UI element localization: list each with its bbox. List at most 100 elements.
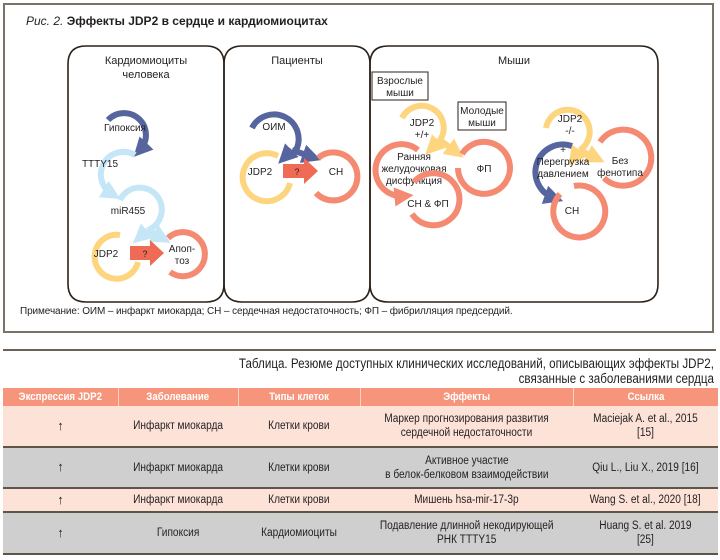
arrow-up-icon: ↑ [57,524,64,540]
figure-note: Примечание: ОИМ – инфаркт миокарда; СН –… [20,306,513,317]
studies-table: Экспрессия JDP2 Заболевание Типы клеток … [3,388,718,555]
node-oim: ОИМ [262,122,285,133]
no-phenotype-circle [597,126,655,189]
label-adult-2: мыши [386,88,414,99]
node-dysfunction-2: желудочковая [381,164,446,175]
node-dysfunction-1: Ранняя [397,152,431,163]
node-jdp2-patients: JDP2 [248,167,273,178]
label-adult-1: Взрослые [377,76,423,87]
label-box-young [457,101,507,131]
table-row: ↑ Инфаркт миокарда Клетки крови Мишень h… [3,488,718,513]
node-genotype-ko: -/- [565,126,574,137]
cell-text: Huang S. et al. 2019[25] [599,520,692,546]
figure-number: Рис. 2. [26,14,64,28]
node-af: ФП [477,164,492,175]
oim-arrow-right [291,144,322,163]
table-row: ↑ Гипоксия Кардиомиоциты Подавление длин… [3,512,718,555]
node-jdp2-human: JDP2 [94,249,119,260]
figure-title-text: Эффекты JDP2 в сердце и кардиомиоцитах [66,14,328,28]
cell-cell-types: Клетки крови [238,406,360,448]
jdp2-wt-arrow-left [425,134,446,155]
question-mark-patients: ? [294,167,299,177]
section-divider [3,349,716,351]
panel-human-heading-1: Кардиомиоциты [105,55,187,67]
ttty15-arc [97,148,137,199]
cell-text: Экспрессия JDP2 [18,391,102,403]
cell-expression: ↑ [3,447,118,489]
cell-reference: Huang S. et al. 2019[25] [573,512,718,555]
node-pressure-2: давлением [537,169,589,180]
apoptosis-circle [165,229,208,280]
arrow-up-icon: ↑ [57,491,64,507]
question-arrow-human [130,240,164,266]
jdp2-ko-arrow-left [568,144,588,166]
cell-text: Qiu L., Liu X., 2019 [16] [592,461,699,474]
question-arrow-patients [283,158,318,184]
cell-reference: Maciejak A. et al., 2015[15] [573,406,718,448]
cell-expression: ↑ [3,406,118,448]
cell-text: Эффекты [443,391,490,403]
cell-disease: Гипоксия [118,512,238,555]
arrow-up-icon: ↑ [57,417,64,433]
panel-box-mice [369,45,659,303]
panel-patients-heading: Пациенты [271,55,323,67]
cell-disease: Инфаркт миокарда [118,488,238,513]
jdp2-circle-human [91,231,141,282]
oim-arc [249,111,302,152]
jdp2-circle-patients [239,150,293,205]
node-hypoxia: Гипоксия [104,123,146,134]
cell-disease: Инфаркт миокарда [118,447,238,489]
table-row: ↑ Инфаркт миокарда Клетки крови Активное… [3,447,718,489]
hypoxia-arc [105,110,154,158]
node-ttty15: TTTY15 [82,159,119,170]
cell-text: Инфаркт миокарда [133,494,223,506]
af-circle [455,138,513,197]
panel-human-heading-2: человека [122,69,170,81]
dysfunction-arc [372,141,420,207]
cell-reference: Wang S. et al., 2020 [18] [573,488,718,513]
table-caption-line-2: связанные с заболеваниями сердца [518,371,714,386]
hf-ko-circle [550,182,609,241]
panel-mice-heading: Мыши [498,55,530,67]
figure-title: Рис. 2. Эффекты JDP2 в сердце и кардиоми… [26,14,328,28]
node-no-phenotype-1: Без [612,156,629,167]
mir455-arrow-right [146,224,171,243]
panel-box-patients [223,45,371,303]
label-box-adult [371,71,429,101]
node-pressure-1: Перегрузка [537,157,590,168]
cell-text: Инфаркт миокарда [133,420,223,432]
node-pressure-plus: + [560,145,566,156]
header-disease: Заболевание [117,388,238,406]
table-header-row: Экспрессия JDP2 Заболевание Типы клеток … [3,388,718,406]
hf-circle-patients [313,149,361,204]
figure-diagram: Кардиомиоциты человека Гипоксия TTTY15 m… [67,45,659,303]
jdp2-wt-arc [399,102,447,142]
jdp2-ko-arrow-right [578,145,605,163]
cell-text: Ссылка [627,391,665,403]
oim-arrow-left [278,143,299,164]
cell-expression: ↑ [3,512,118,555]
node-apoptosis-2: тоз [175,256,190,267]
panel-box-human [67,45,225,303]
cell-effect: Мишень hsa-mir-17-3p [360,488,573,513]
cell-cell-types: Клетки крови [238,488,360,513]
table-caption: Таблица. Резюме доступных клинических ис… [26,356,714,386]
cell-text: Клетки крови [268,420,330,432]
hf-af-circle [409,170,463,229]
mir455-arrow-left [132,223,154,244]
header-effects: Эффекты [359,388,573,406]
label-young-2: мыши [468,118,496,129]
cell-text: Типы клеток [269,391,329,403]
table-row: ↑ Инфаркт миокарда Клетки крови Маркер п… [3,406,718,448]
node-hf-af: СН & ФП [407,199,448,210]
node-no-phenotype-2: фенотипа [597,167,643,179]
pressure-arc [532,141,573,204]
mir455-arc [117,184,165,233]
cell-text: Заболевание [146,391,210,403]
header-cell-types: Типы клеток [237,388,360,406]
